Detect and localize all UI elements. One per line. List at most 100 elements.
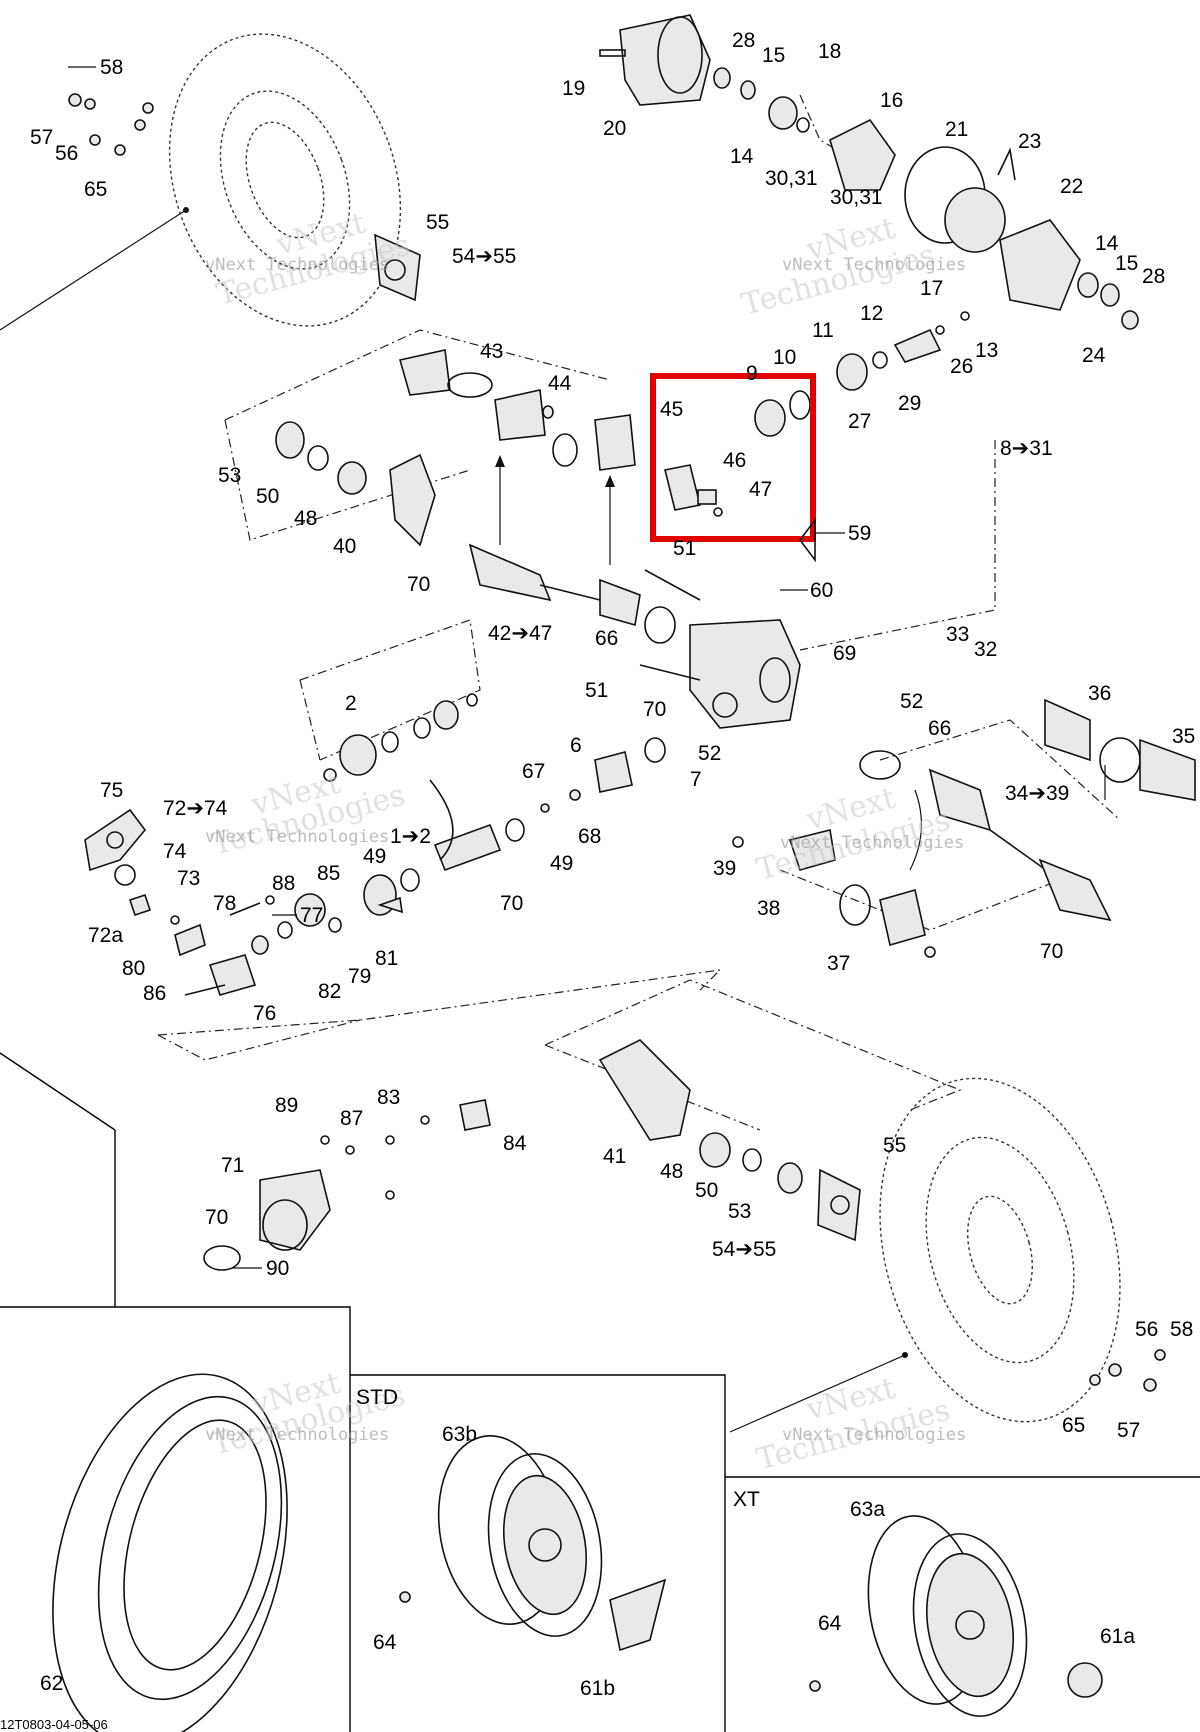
callout-label: 30,31	[830, 186, 883, 209]
callout-label: 63a	[850, 1498, 885, 1521]
spare-tire-62	[52, 1373, 288, 1732]
callout-label: 50	[695, 1179, 718, 1202]
callout-label: 62	[40, 1672, 63, 1695]
callout-label: 14	[1095, 232, 1119, 255]
callout-label: 70	[1040, 940, 1063, 963]
drive-shaft-left-group	[275, 349, 676, 644]
callout-label: 67	[522, 760, 545, 783]
callout-label: 70	[205, 1206, 228, 1229]
watermark-small: vNext Technologies	[205, 827, 389, 847]
callout-label: 38	[757, 897, 780, 920]
watermark-small: vNext Technologies	[780, 833, 964, 853]
callout-label: 78	[213, 892, 236, 915]
callout-label: 64	[818, 1612, 842, 1635]
callout-label: 52	[900, 690, 923, 713]
callout-label: 7	[690, 768, 702, 791]
callout-label: 75	[100, 779, 123, 802]
callout-label: 73	[177, 867, 200, 890]
callout-label: 40	[333, 535, 356, 558]
callout-label: 16	[880, 89, 903, 112]
callout-label: 42➔47	[488, 622, 552, 645]
callout-label: 55	[426, 211, 449, 234]
callout-label: 54➔55	[452, 245, 516, 268]
callout-label: 1➔2	[390, 825, 431, 848]
callout-label: 55	[883, 1134, 906, 1157]
callout-label: 72a	[88, 924, 123, 947]
callout-label: 72➔74	[163, 797, 228, 820]
callout-label: 32	[974, 638, 997, 661]
callout-label: 13	[975, 339, 998, 362]
callout-label: 34➔39	[1005, 782, 1069, 805]
highlighted-seal-subgroup	[650, 373, 816, 542]
callout-label: 45	[660, 398, 683, 421]
callout-label: 18	[818, 40, 841, 63]
callout-label: 63b	[442, 1423, 477, 1446]
callout-label: 28	[1142, 265, 1165, 288]
rear-right-tire	[729, 1077, 1121, 1433]
rear-differential-group	[599, 14, 1139, 391]
callout-label: 48	[294, 507, 317, 530]
front-right-hub-group	[598, 1039, 1166, 1392]
callout-label: 84	[503, 1132, 527, 1155]
callout-label: 70	[500, 892, 523, 915]
callout-label: 56	[1135, 1318, 1158, 1341]
callout-label: 74	[163, 840, 187, 863]
left-side-cover-group	[84, 808, 403, 996]
callout-label: 52	[698, 742, 721, 765]
callout-label: 12	[860, 302, 883, 325]
callout-label: 6	[570, 734, 582, 757]
callout-label: 46	[723, 449, 746, 472]
callout-label: 51	[673, 537, 696, 560]
watermark-small: vNext Technologies	[205, 255, 389, 275]
callout-label: 81	[375, 947, 398, 970]
callout-label: 14	[730, 145, 754, 168]
panel-label-xt: XT	[733, 1488, 760, 1511]
assembly-arrows	[495, 455, 1106, 871]
callout-label: 71	[221, 1154, 244, 1177]
callout-label: 49	[550, 852, 573, 875]
callout-label: 58	[100, 56, 123, 79]
callout-label: 23	[1018, 130, 1041, 153]
callout-label: 64	[373, 1631, 397, 1654]
callout-label: 57	[30, 126, 53, 149]
callout-label: 41	[603, 1145, 626, 1168]
xt-rim	[809, 1515, 1103, 1717]
front-cv-group	[732, 829, 936, 958]
highlight-box	[650, 373, 816, 542]
callout-label: 30,31	[765, 167, 818, 190]
callout-label: 43	[480, 340, 503, 363]
callout-label: 49	[363, 845, 386, 868]
callout-label: 90	[266, 1257, 289, 1280]
callout-label: 79	[348, 965, 371, 988]
callout-label: 65	[84, 178, 107, 201]
callout-label: 65	[1062, 1414, 1085, 1437]
callout-label: 54➔55	[712, 1238, 776, 1261]
callout-label: 58	[1170, 1318, 1193, 1341]
watermark-small: vNext Technologies	[782, 255, 966, 275]
callout-label: 53	[218, 464, 241, 487]
callout-label: 2	[345, 692, 357, 715]
callout-label: 68	[578, 825, 601, 848]
callout-label: 35	[1172, 725, 1195, 748]
callout-label: 51	[585, 679, 608, 702]
callout-label: 56	[55, 142, 78, 165]
callout-label: 17	[920, 277, 943, 300]
callout-label: 69	[833, 642, 856, 665]
watermark-small: vNext Technologies	[205, 1425, 389, 1445]
callout-label: 39	[713, 857, 736, 880]
callout-label: 66	[595, 627, 618, 650]
callout-label: 82	[318, 980, 341, 1003]
panel-label-std: STD	[356, 1386, 398, 1409]
callout-label: 77	[300, 904, 323, 927]
callout-label: 10	[773, 346, 796, 369]
callout-label: 76	[253, 1002, 276, 1025]
callout-label: 44	[548, 372, 572, 395]
callout-label: 22	[1060, 175, 1083, 198]
callout-label: 61a	[1100, 1625, 1135, 1648]
callout-label: 70	[643, 698, 666, 721]
callout-labels: 58 57 56 65 55 54➔55 19 20 28 15 18 16 1…	[30, 29, 1195, 1700]
callout-label: 33	[946, 623, 969, 646]
callout-label: 9	[746, 362, 758, 385]
callout-label: 24	[1082, 344, 1106, 367]
